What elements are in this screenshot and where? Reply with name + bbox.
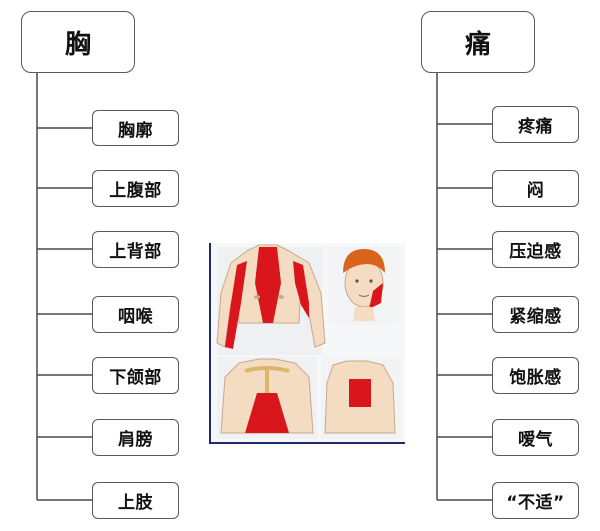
right-item-label: 饱胀感 — [509, 368, 562, 388]
left-item-label: 上背部 — [109, 242, 162, 262]
right-item-label: “不适” — [506, 493, 565, 513]
right-item-label: 紧缩感 — [509, 307, 562, 327]
chest-figure — [217, 357, 317, 439]
right-item-label: 疼痛 — [518, 117, 553, 137]
right-item-box: 饱胀感 — [492, 357, 579, 394]
front-torso-figure — [216, 244, 326, 355]
right-item-label: 嗳气 — [518, 430, 553, 450]
left-item-box: 上腹部 — [92, 170, 179, 207]
left-item-label: 上肢 — [118, 493, 153, 513]
left-item-box: 下颌部 — [92, 357, 179, 394]
left-root-label: 胸 — [64, 29, 91, 60]
right-item-label: 压迫感 — [509, 242, 562, 262]
left-item-box: 胸廓 — [92, 110, 179, 146]
right-item-box: 压迫感 — [492, 231, 579, 268]
right-item-box: 疼痛 — [492, 106, 579, 143]
left-item-label: 咽喉 — [118, 307, 153, 327]
right-root-box: 痛 — [421, 11, 535, 73]
left-item-label: 下颌部 — [109, 368, 162, 388]
left-root-box: 胸 — [21, 11, 135, 73]
left-item-label: 肩膀 — [118, 430, 153, 450]
right-item-box: “不适” — [492, 482, 579, 519]
right-item-label: 闷 — [526, 181, 545, 201]
left-item-label: 胸廓 — [118, 120, 153, 141]
left-item-box: 上背部 — [92, 231, 179, 268]
left-item-box: 咽喉 — [92, 296, 179, 333]
right-item-box: 嗳气 — [492, 419, 579, 456]
pain-location-illustration — [209, 243, 405, 444]
right-item-box: 紧缩感 — [492, 296, 579, 333]
back-figure — [321, 357, 401, 439]
left-item-box: 肩膀 — [92, 419, 179, 456]
right-item-box: 闷 — [492, 170, 579, 207]
right-root-label: 痛 — [464, 29, 491, 60]
left-item-box: 上肢 — [92, 482, 179, 519]
face-figure — [329, 247, 399, 325]
left-item-label: 上腹部 — [109, 181, 162, 201]
